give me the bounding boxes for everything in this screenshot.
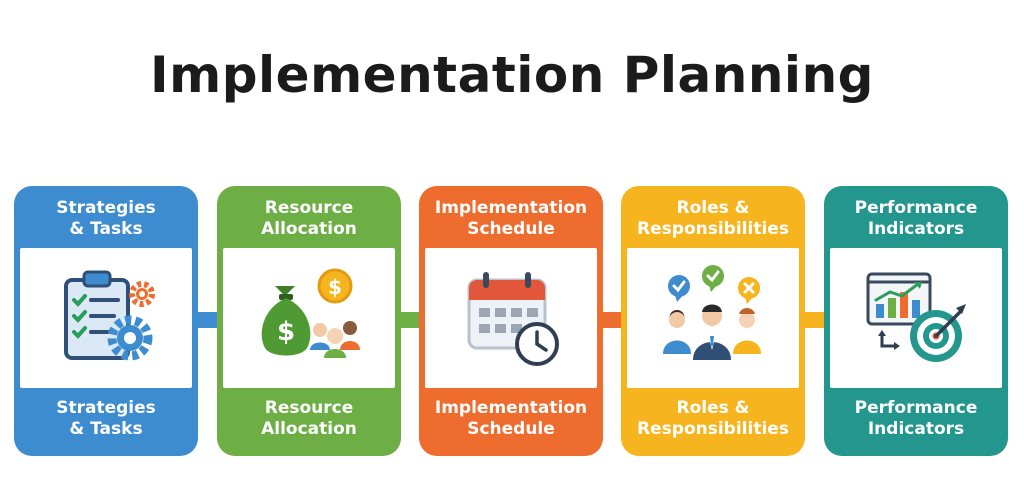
page-title: Implementation Planning	[150, 46, 874, 104]
step-top-label-line2: Schedule	[467, 219, 555, 239]
step-top-label: Strategies & Tasks	[14, 198, 198, 240]
step-bottom-label-line2: Schedule	[467, 419, 555, 439]
step-top-label-line2: Responsibilities	[637, 219, 789, 239]
svg-text:$: $	[277, 317, 295, 347]
step-bottom-label-line1: Roles &	[676, 398, 750, 418]
step-bottom-label-line1: Strategies	[56, 398, 156, 418]
step-top-label-line2: Allocation	[261, 219, 357, 239]
step-top-label-line2: Indicators	[867, 219, 965, 239]
step-card-strategies: Strategies & Tasks	[14, 186, 198, 456]
step-icon-panel	[830, 248, 1002, 388]
step-card-performance: Performance Indicators	[824, 186, 1008, 456]
step-bottom-label-line1: Resource	[264, 398, 354, 418]
step-top-label-line1: Roles &	[676, 198, 750, 218]
step-bottom-label: Performance Indicators	[824, 398, 1008, 440]
step-bottom-label-line2: & Tasks	[69, 419, 143, 439]
step-top-label: Resource Allocation	[217, 198, 401, 240]
team-roles-icon	[663, 265, 761, 360]
step-bottom-label-line2: Responsibilities	[637, 419, 789, 439]
svg-text:$: $	[328, 275, 342, 299]
step-bottom-label: Strategies & Tasks	[14, 398, 198, 440]
money-bag-people-icon: $ $	[261, 268, 360, 358]
calendar-clock-icon	[467, 272, 559, 366]
step-bottom-label-line2: Allocation	[261, 419, 357, 439]
step-bottom-label: Roles & Responsibilities	[621, 398, 805, 440]
step-card-roles: Roles & Responsibilities	[621, 186, 805, 456]
step-top-label-line1: Strategies	[56, 198, 156, 218]
step-card-resource: Resource Allocation $ $	[217, 186, 401, 456]
step-top-label-line1: Performance	[854, 198, 978, 218]
step-card-schedule: Implementation Schedule	[419, 186, 603, 456]
step-icon-panel	[20, 248, 192, 388]
step-bottom-label-line1: Implementation	[434, 398, 588, 418]
step-top-label: Implementation Schedule	[419, 198, 603, 240]
step-top-label: Performance Indicators	[824, 198, 1008, 240]
step-bottom-label-line1: Performance	[854, 398, 978, 418]
step-icon-panel: $ $	[223, 248, 395, 388]
step-top-label-line1: Implementation	[434, 198, 588, 218]
step-bottom-label-line2: Indicators	[867, 419, 965, 439]
step-top-label-line1: Resource	[264, 198, 354, 218]
step-bottom-label: Implementation Schedule	[419, 398, 603, 440]
step-icon-panel	[627, 248, 799, 388]
checklist-gear-icon	[64, 270, 155, 361]
step-icon-panel	[425, 248, 597, 388]
chart-target-icon	[866, 272, 966, 362]
step-top-label-line2: & Tasks	[69, 219, 143, 239]
step-bottom-label: Resource Allocation	[217, 398, 401, 440]
step-top-label: Roles & Responsibilities	[621, 198, 805, 240]
